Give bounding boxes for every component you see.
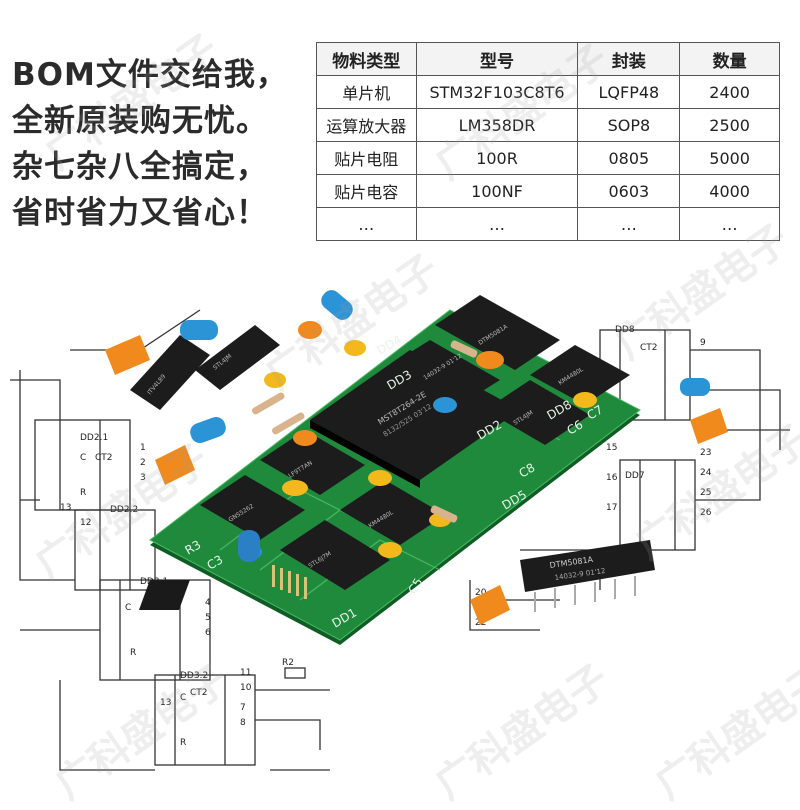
table-cell: 2400 bbox=[679, 75, 780, 109]
bom-header-row: 物料类型 型号 封装 数量 bbox=[316, 42, 780, 76]
schematic-label: 20 bbox=[475, 588, 487, 598]
headline-line: 省时省力又省心！ bbox=[12, 195, 268, 231]
loose-components bbox=[105, 290, 728, 625]
chip-small: LF9T7AN bbox=[260, 430, 365, 495]
table-row: 运算放大器 LM358DR SOP8 2500 bbox=[316, 108, 780, 142]
board-label: C5 bbox=[405, 576, 425, 597]
schematic-label: R bbox=[130, 648, 136, 658]
table-row: 贴片电阻 100R 0805 5000 bbox=[316, 141, 780, 175]
schematic-label: C bbox=[80, 453, 86, 463]
table-cell: … bbox=[316, 207, 417, 241]
headline: BOM文件交给我， 全新原装购无忧。 杂七杂八全搞定， 省时省力又省心！ bbox=[12, 52, 312, 236]
schematic-label: C bbox=[125, 603, 131, 613]
schematic-label: 5 bbox=[205, 613, 211, 623]
loose-chip: DTM5081A 14032-9 01'12 bbox=[520, 540, 655, 612]
table-row: 贴片电容 100NF 0603 4000 bbox=[316, 174, 780, 208]
table-cell: … bbox=[679, 207, 780, 241]
schematic-label: 4 bbox=[205, 598, 211, 608]
schematic-label: 2 bbox=[140, 458, 146, 468]
schematic-label: 23 bbox=[700, 448, 711, 458]
schematic-label: R bbox=[80, 488, 86, 498]
chip-small: GNS5262 bbox=[200, 475, 305, 540]
table-cell: 0805 bbox=[577, 141, 681, 175]
table-cell: 运算放大器 bbox=[316, 108, 417, 142]
table-cell: SOP8 bbox=[577, 108, 681, 142]
pcb-illustration: DD2.1 DD2.2 DD3.1 DD3.2 DD7 DD8 CT2 CT2 … bbox=[10, 290, 790, 771]
schematic-label: 7 bbox=[240, 703, 246, 713]
table-cell: … bbox=[415, 207, 579, 241]
table-cell: 2500 bbox=[679, 108, 780, 142]
table-cell: 贴片电阻 bbox=[316, 141, 417, 175]
schematic-label: CT2 bbox=[190, 688, 208, 698]
board-components bbox=[238, 340, 597, 562]
table-cell: 100R bbox=[415, 141, 579, 175]
pin-header bbox=[138, 565, 307, 610]
schematic-label: 8 bbox=[240, 718, 246, 728]
headline-line: 全新原装购无忧。 bbox=[12, 103, 268, 139]
board-label: C7 bbox=[585, 402, 606, 422]
table-row: … … … … bbox=[316, 207, 780, 241]
schematic-label: 6 bbox=[205, 628, 211, 638]
chip-small: DTM5081A bbox=[435, 295, 560, 370]
table-cell: 0603 bbox=[577, 174, 681, 208]
schematic-label: 3 bbox=[140, 473, 146, 483]
bom-header-cell: 型号 bbox=[415, 42, 579, 76]
bom-header-cell: 封装 bbox=[577, 42, 681, 76]
schematic-label: R bbox=[180, 738, 186, 748]
chip-small: STL4JM bbox=[485, 380, 590, 445]
schematic-label: 15 bbox=[606, 443, 617, 453]
schematic-label: CT2 bbox=[95, 453, 113, 463]
schematic-label: 12 bbox=[80, 518, 91, 528]
table-cell: STM32F103C8T6 bbox=[415, 75, 579, 109]
schematic-label: 17 bbox=[606, 503, 617, 513]
board-label: C3 bbox=[205, 552, 226, 572]
table-cell: … bbox=[577, 207, 681, 241]
table-cell: 5000 bbox=[679, 141, 780, 175]
schematic-label: 1 bbox=[140, 443, 146, 453]
schematic-label: CT2 bbox=[640, 343, 658, 353]
board-label: C8 bbox=[517, 460, 538, 480]
table-row: 单片机 STM32F103C8T6 LQFP48 2400 bbox=[316, 75, 780, 109]
schematic-label: 10 bbox=[240, 683, 252, 693]
schematic-label: 11 bbox=[240, 668, 251, 678]
schematic-label: 16 bbox=[606, 473, 618, 483]
loose-chip: STL4JM bbox=[195, 325, 280, 390]
loose-chip: ITV4L89 bbox=[130, 335, 210, 410]
chip-small: KM4480L bbox=[530, 345, 630, 405]
schematic-label: DD2.1 bbox=[80, 433, 108, 443]
schematic-label: C bbox=[180, 693, 186, 703]
bom-header-cell: 数量 bbox=[679, 42, 780, 76]
schematic-label: 26 bbox=[700, 508, 712, 518]
schematic-label: DD8 bbox=[615, 325, 635, 335]
table-cell: LQFP48 bbox=[577, 75, 681, 109]
bom-table: 物料类型 型号 封装 数量 单片机 STM32F103C8T6 LQFP48 2… bbox=[316, 42, 780, 241]
table-cell: 单片机 bbox=[316, 75, 417, 109]
bom-header-cell: 物料类型 bbox=[316, 42, 417, 76]
schematic-label: 13 bbox=[60, 503, 71, 513]
chip-small: STL6J7M bbox=[280, 520, 390, 590]
board-label: R3 bbox=[183, 537, 204, 557]
table-cell: 贴片电容 bbox=[316, 174, 417, 208]
schematic-label: 25 bbox=[700, 488, 711, 498]
board-label: C6 bbox=[565, 417, 586, 437]
schematic-drawing bbox=[10, 309, 790, 771]
table-cell: 100NF bbox=[415, 174, 579, 208]
schematic-label: DD2.2 bbox=[110, 505, 138, 515]
table-cell: LM358DR bbox=[415, 108, 579, 142]
schematic-label: 13 bbox=[160, 698, 171, 708]
chip-small: KM4480L bbox=[340, 480, 445, 545]
headline-line: 杂七杂八全搞定， bbox=[12, 149, 268, 185]
chip-small: 14032-9 01'12 bbox=[390, 340, 500, 405]
schematic-label: DD3.2 bbox=[180, 671, 208, 681]
schematic-label: R2 bbox=[282, 658, 294, 668]
schematic-label: 9 bbox=[700, 338, 706, 348]
headline-line: BOM文件交给我， bbox=[12, 57, 288, 93]
table-cell: 4000 bbox=[679, 174, 780, 208]
schematic-label: 24 bbox=[700, 468, 712, 478]
schematic-label: DD7 bbox=[625, 471, 645, 481]
